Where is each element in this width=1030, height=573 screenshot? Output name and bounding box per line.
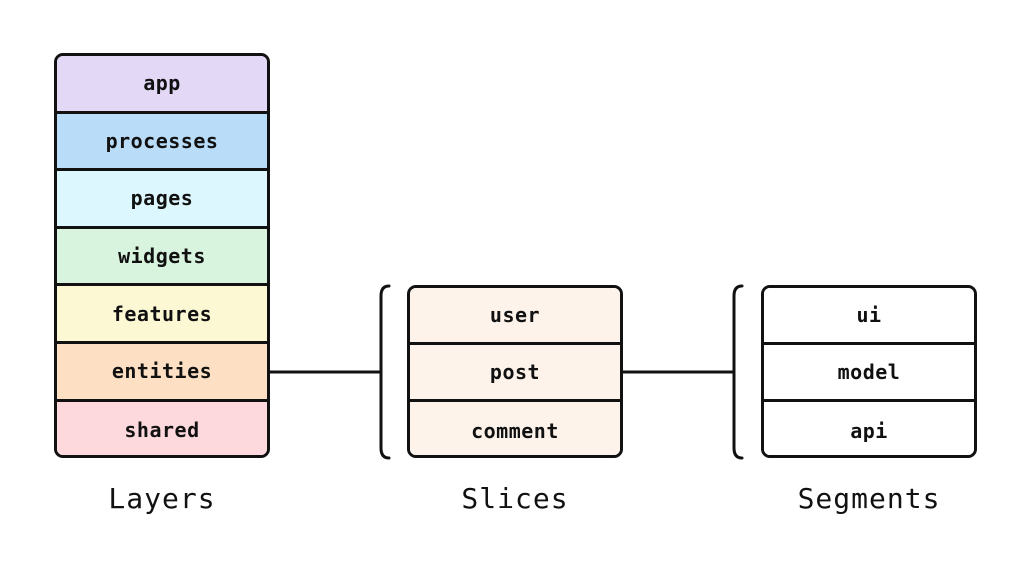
layer-widgets: widgets [57,228,267,287]
layer-shared: shared [57,401,267,455]
caption-slices: Slices [461,482,569,515]
layer-label: processes [105,128,219,153]
layer-processes: processes [57,113,267,172]
layer-label: app [143,71,181,96]
slice-label: comment [471,418,559,443]
slice-label: post [489,360,541,384]
layer-label: entities [111,359,213,384]
caption-segments: Segments [797,482,941,515]
layer-label: features [111,301,213,326]
segment-label: ui [856,303,882,327]
slice-post: post [410,345,620,402]
layer-label: shared [124,418,200,443]
layer-entities: entities [57,343,267,402]
caption-layers: Layers [108,482,216,515]
slice-user: user [410,288,620,345]
slice-label: user [489,303,541,327]
bracket-segments [732,284,744,460]
segments-stack: ui model api [761,285,977,458]
layer-app: app [57,56,267,114]
segment-model: model [764,345,974,402]
layer-label: widgets [118,244,206,269]
segment-ui: ui [764,288,974,345]
segment-label: api [850,418,888,443]
slice-comment: comment [410,402,620,455]
slices-stack: user post comment [407,285,623,458]
segment-label: model [837,360,901,384]
layer-features: features [57,286,267,344]
layer-pages: pages [57,171,267,229]
layers-stack: app processes pages widgets features ent… [54,53,270,458]
segment-api: api [764,402,974,455]
layer-label: pages [130,186,194,211]
bracket-slices [379,284,391,460]
